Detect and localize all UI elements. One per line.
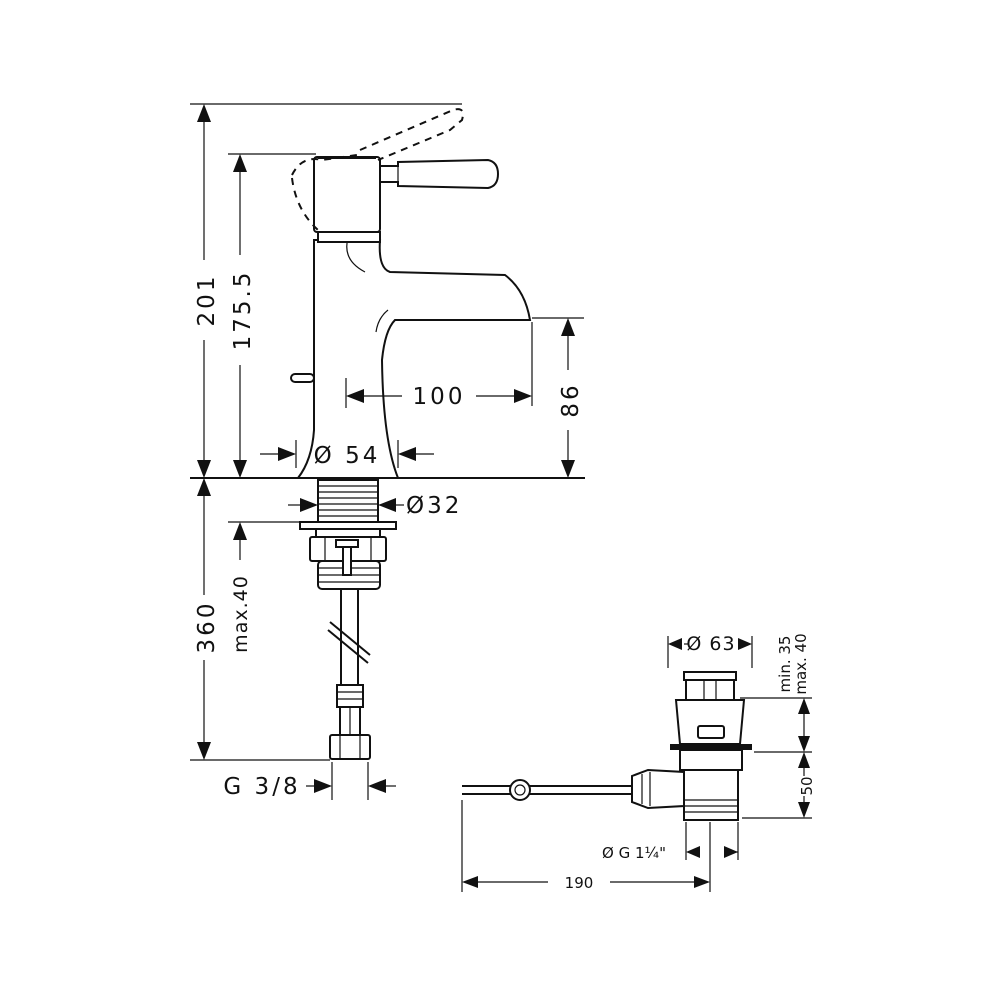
dimension-lines (190, 103, 812, 892)
label-lever-height: 175.5 (230, 270, 256, 351)
shank-assembly (299, 479, 397, 760)
label-total-height: 201 (194, 274, 220, 327)
label-connection-thread: G 3/8 (223, 774, 300, 800)
waste-assembly (462, 671, 752, 821)
label-rod-length: 190 (565, 874, 594, 892)
dimension-arrows (197, 104, 810, 888)
label-waste-min: min. 35 (776, 636, 794, 693)
faucet-outline (190, 156, 585, 479)
label-waste-tail-height: 50 (798, 776, 816, 795)
label-spout-projection: 100 (413, 384, 466, 410)
label-waste-max: max. 40 (792, 633, 810, 694)
label-waste-thread: Ø G 1¼" (602, 844, 666, 862)
dimension-labels: 201 175.5 86 100 Ø 54 Ø32 360 max.40 G 3… (194, 270, 816, 892)
label-waste-cap-diameter: Ø 63 (686, 633, 735, 655)
label-spout-clearance: 86 (558, 382, 584, 417)
label-deck-thickness: max.40 (230, 575, 252, 653)
label-base-diameter: Ø 54 (314, 443, 381, 469)
label-below-deck-length: 360 (194, 601, 220, 654)
label-shank-diameter: Ø32 (406, 493, 462, 519)
lever-alternate-position (291, 108, 464, 231)
